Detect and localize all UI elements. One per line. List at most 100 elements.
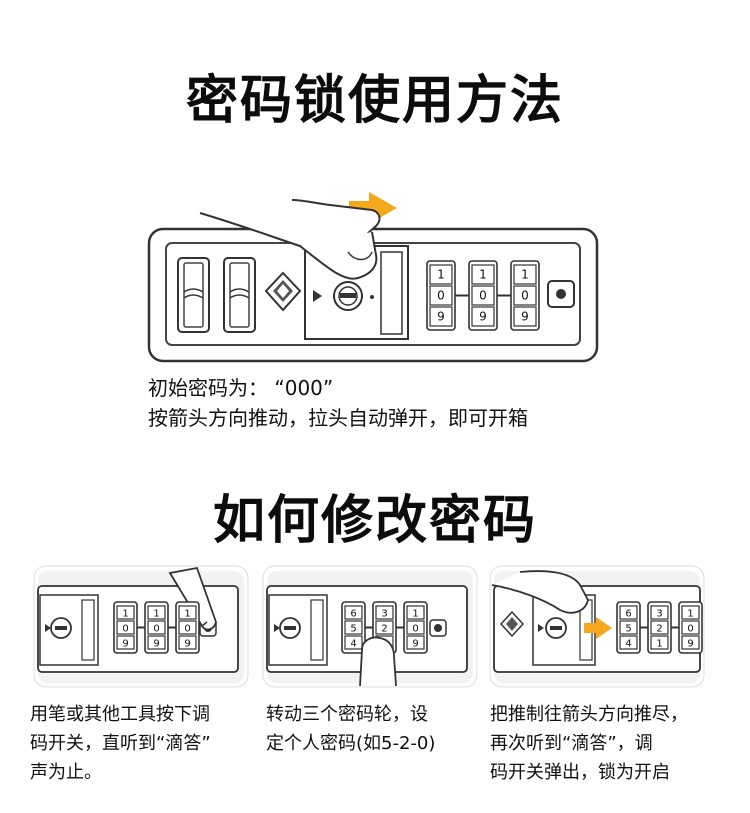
wheel-digit: 0	[437, 289, 445, 303]
wheel-digit: 9	[521, 310, 529, 324]
wheel-digit: 6	[625, 609, 631, 620]
wheel-1: 1 0 9	[113, 601, 145, 654]
wheel-2: 1 0 9	[144, 601, 176, 654]
slot-left-1	[177, 257, 210, 333]
wheel-digit: 5	[625, 624, 631, 635]
wheel-digit-box	[147, 620, 166, 635]
wheel-digit-box	[471, 264, 495, 285]
wheel-2: 1 0 9	[468, 260, 511, 331]
wheel-digit-box	[681, 605, 700, 620]
wheel-3: 109	[510, 260, 540, 331]
wheel-digit: 0	[184, 624, 190, 635]
wheel-digit: 1	[122, 609, 128, 620]
step-1-line: 声为止。	[30, 762, 102, 783]
wheel-digit: 0	[687, 624, 693, 635]
wheel-digit-box	[650, 635, 669, 650]
wheel-digit-box	[650, 605, 669, 620]
wheel-digit-box	[178, 635, 197, 650]
wheel-digit: 2	[656, 624, 662, 635]
step-1-line: 码开关，直听到“滴答”	[30, 733, 211, 754]
wheel-digit: 0	[521, 289, 529, 303]
wheel-3: 1 0 9	[175, 601, 200, 654]
reset-button-icon	[547, 280, 575, 308]
wheel-digit: 3	[656, 609, 662, 620]
step-1-line: 用笔或其他工具按下调	[30, 704, 210, 725]
wheel-digit-box	[429, 306, 453, 327]
wheel-digit: 5	[350, 624, 356, 635]
wheel-3: 109	[678, 601, 703, 654]
step-2-line: 转动三个密码轮，设	[266, 704, 428, 725]
wheel-digit-box	[116, 635, 135, 650]
wheel-digit-box	[406, 635, 425, 650]
wheel-digit: 6	[350, 609, 356, 620]
change-title: 如何修改密码	[212, 491, 537, 551]
wheel-digit: 0	[412, 624, 418, 635]
wheel-digit: 9	[479, 310, 487, 324]
wheel-digit-box	[344, 635, 363, 650]
step-combination-wheels: 109109109654321109654321109	[113, 601, 703, 654]
wheel-1: 6 5 4	[341, 601, 373, 654]
wheel-digit: 0	[122, 624, 128, 635]
wheel-digit: 1	[437, 268, 445, 282]
slot-left-2	[223, 257, 256, 333]
step-3-line: 把推制往箭头方向推尽，	[490, 704, 688, 725]
wheel-digit-box	[375, 620, 394, 635]
wheel-digit: 0	[153, 624, 159, 635]
usage-title: 密码锁使用方法	[185, 71, 564, 131]
wheel-digit: 9	[153, 639, 159, 650]
wheel-digit-box	[147, 635, 166, 650]
wheel-digit-box	[429, 264, 453, 285]
step-3-caption: 把推制往箭头方向推尽， 再次听到“滴答”，调 码开关弹出，锁为开启	[490, 700, 726, 787]
wheel-digit-box	[619, 620, 638, 635]
wheel-digit-box	[513, 264, 537, 285]
wheel-digit-box	[178, 620, 197, 635]
step-3-arrow-icon	[584, 617, 612, 639]
wheel-digit-box	[513, 285, 537, 306]
wheel-digit-box	[406, 620, 425, 635]
wheel-digit: 0	[479, 289, 487, 303]
wheel-digit: 1	[184, 609, 190, 620]
wheel-digit-box	[650, 620, 669, 635]
wheel-digit: 9	[122, 639, 128, 650]
brand-logo-icon	[264, 271, 302, 312]
step-2-line: 定个人密码(如5-2-0)	[266, 733, 436, 754]
wheel-digit-box	[116, 620, 135, 635]
keyhole-icon	[333, 281, 363, 311]
initial-caption: 初始密码为： “000” 按箭头方向推动，拉头自动弹开，即可开箱	[148, 373, 528, 433]
wheel-digit-box	[147, 605, 166, 620]
step-3-line: 再次听到“滴答”，调	[490, 733, 653, 754]
wheel-digit-box	[471, 306, 495, 327]
wheel-digit: 4	[625, 639, 631, 650]
wheel-digit: 1	[153, 609, 159, 620]
wheel-digit: 9	[184, 639, 190, 650]
wheel-1: 1 0 9	[426, 260, 469, 331]
wheel-digit-box	[681, 635, 700, 650]
step-2-caption: 转动三个密码轮，设 定个人密码(如5-2-0)	[266, 700, 502, 758]
wheel-2: 321	[647, 601, 679, 654]
wheel-digit-box	[116, 605, 135, 620]
step-2-finger	[359, 636, 397, 687]
wheel-3: 1 0 9	[403, 601, 428, 654]
wheel-digit: 1	[479, 268, 487, 282]
wheel-digit-box	[178, 605, 197, 620]
wheel-digit-box	[406, 605, 425, 620]
wheel-digit: 9	[412, 639, 418, 650]
wheel-digit-box	[681, 620, 700, 635]
wheel-digit: 1	[412, 609, 418, 620]
wheel-digit-box	[344, 620, 363, 635]
initial-caption-line2: 按箭头方向推动，拉头自动弹开，即可开箱	[148, 406, 528, 430]
wheel-digit: 9	[437, 310, 445, 324]
wheel-digit-box	[429, 285, 453, 306]
wheel-digit-box	[344, 605, 363, 620]
wheel-1: 6 5 4	[616, 601, 648, 654]
wheel-digit-box	[513, 306, 537, 327]
wheel-digit-box	[619, 635, 638, 650]
step-3-line: 码开关弹出，锁为开启	[490, 762, 670, 783]
wheel-digit: 9	[687, 639, 693, 650]
initial-caption-line1: 初始密码为： “000”	[148, 376, 334, 400]
wheel-digit: 4	[350, 639, 356, 650]
wheel-digit-box	[471, 285, 495, 306]
